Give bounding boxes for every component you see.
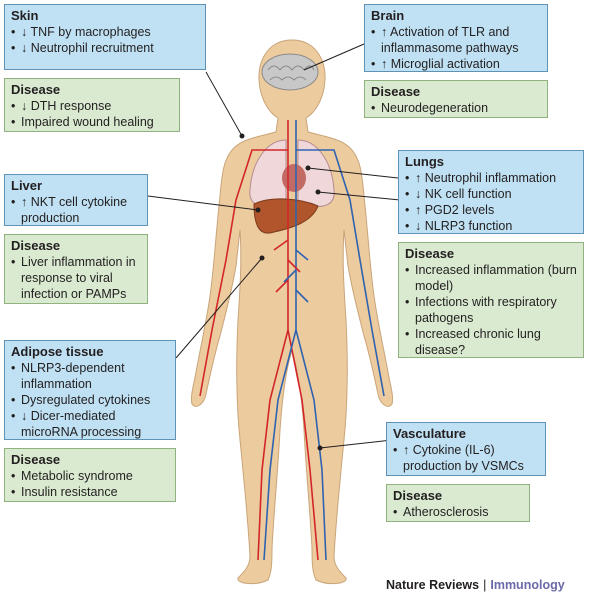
skin-disease-item: ↓ DTH response <box>11 98 173 114</box>
brain-disease-item: Neurodegeneration <box>371 100 541 116</box>
leader-dots <box>239 133 323 451</box>
skin-panel: Skin ↓ TNF by macrophages ↓ Neutrophil r… <box>4 4 206 70</box>
brain-organ <box>261 53 319 91</box>
liver-organ <box>253 198 319 234</box>
vasculature-panel: Vasculature ↑ Cytokine (IL-6) production… <box>386 422 546 476</box>
lungs-disease-item: Increased inflammation (burn model) <box>405 262 577 294</box>
journal-credit: Nature Reviews|Immunology <box>386 578 565 592</box>
journal-name: Nature Reviews <box>386 578 480 592</box>
brain-title: Brain <box>371 8 405 23</box>
credit-separator: | <box>483 578 487 592</box>
lungs-panel: Lungs ↑ Neutrophil inflammation ↓ NK cel… <box>398 150 584 234</box>
lungs-item: ↓ NK cell function <box>405 186 577 202</box>
liver-title: Liver <box>11 178 43 193</box>
brain-disease-title: Disease <box>371 84 421 99</box>
adipose-title: Adipose tissue <box>11 344 104 359</box>
adipose-disease-item: Insulin resistance <box>11 484 169 500</box>
lungs-disease-item: Infections with respiratory pathogens <box>405 294 577 326</box>
body-silhouette <box>191 39 393 585</box>
skin-disease-panel: Disease ↓ DTH response Impaired wound he… <box>4 78 180 132</box>
brain-disease-panel: Disease Neurodegeneration <box>364 80 548 118</box>
lungs-item: ↓ NLRP3 function <box>405 218 577 234</box>
vasculature-title: Vasculature <box>393 426 466 441</box>
adipose-item: ↓ Dicer-mediated microRNA processing <box>11 408 169 440</box>
adipose-disease-panel: Disease Metabolic syndrome Insulin resis… <box>4 448 176 502</box>
liver-disease-item: Liver inflammation in response to viral … <box>11 254 141 302</box>
adipose-item: NLRP3-dependent inflammation <box>11 360 169 392</box>
leader-lines <box>147 43 401 449</box>
adipose-panel: Adipose tissue NLRP3-dependent inflammat… <box>4 340 176 440</box>
skin-item: ↓ TNF by macrophages <box>11 24 199 40</box>
lungs-item: ↑ PGD2 levels <box>405 202 577 218</box>
adipose-disease-item: Metabolic syndrome <box>11 468 169 484</box>
skin-disease-item: Impaired wound healing <box>11 114 173 130</box>
liver-disease-title: Disease <box>11 238 61 253</box>
vasculature-disease-item: Atherosclerosis <box>393 504 523 520</box>
vasculature-disease-title: Disease <box>393 488 443 503</box>
brain-panel: Brain ↑ Activation of TLR and inflammaso… <box>364 4 548 72</box>
lungs-item: ↑ Neutrophil inflammation <box>405 170 577 186</box>
liver-item: ↑ NKT cell cytokine production <box>11 194 141 226</box>
lungs-disease-panel: Disease Increased inflammation (burn mod… <box>398 242 584 358</box>
liver-disease-panel: Disease Liver inflammation in response t… <box>4 234 148 304</box>
lungs-title: Lungs <box>405 154 444 169</box>
liver-panel: Liver ↑ NKT cell cytokine production <box>4 174 148 226</box>
lungs-disease-title: Disease <box>405 246 455 261</box>
brain-item: ↑ Microglial activation <box>371 56 541 72</box>
vasculature-disease-panel: Disease Atherosclerosis <box>386 484 530 522</box>
adipose-disease-title: Disease <box>11 452 61 467</box>
vasculature-item: ↑ Cytokine (IL-6) production by VSMCs <box>393 442 539 474</box>
lungs-disease-item: Increased chronic lung disease? <box>405 326 577 358</box>
skin-disease-title: Disease <box>11 82 61 97</box>
skin-title: Skin <box>11 8 39 23</box>
adipose-item: Dysregulated cytokines <box>11 392 169 408</box>
skin-item: ↓ Neutrophil recruitment <box>11 40 199 56</box>
blood-vessels <box>199 120 385 561</box>
brain-item: ↑ Activation of TLR and inflammasome pat… <box>371 24 541 56</box>
journal-subject: Immunology <box>490 578 565 592</box>
